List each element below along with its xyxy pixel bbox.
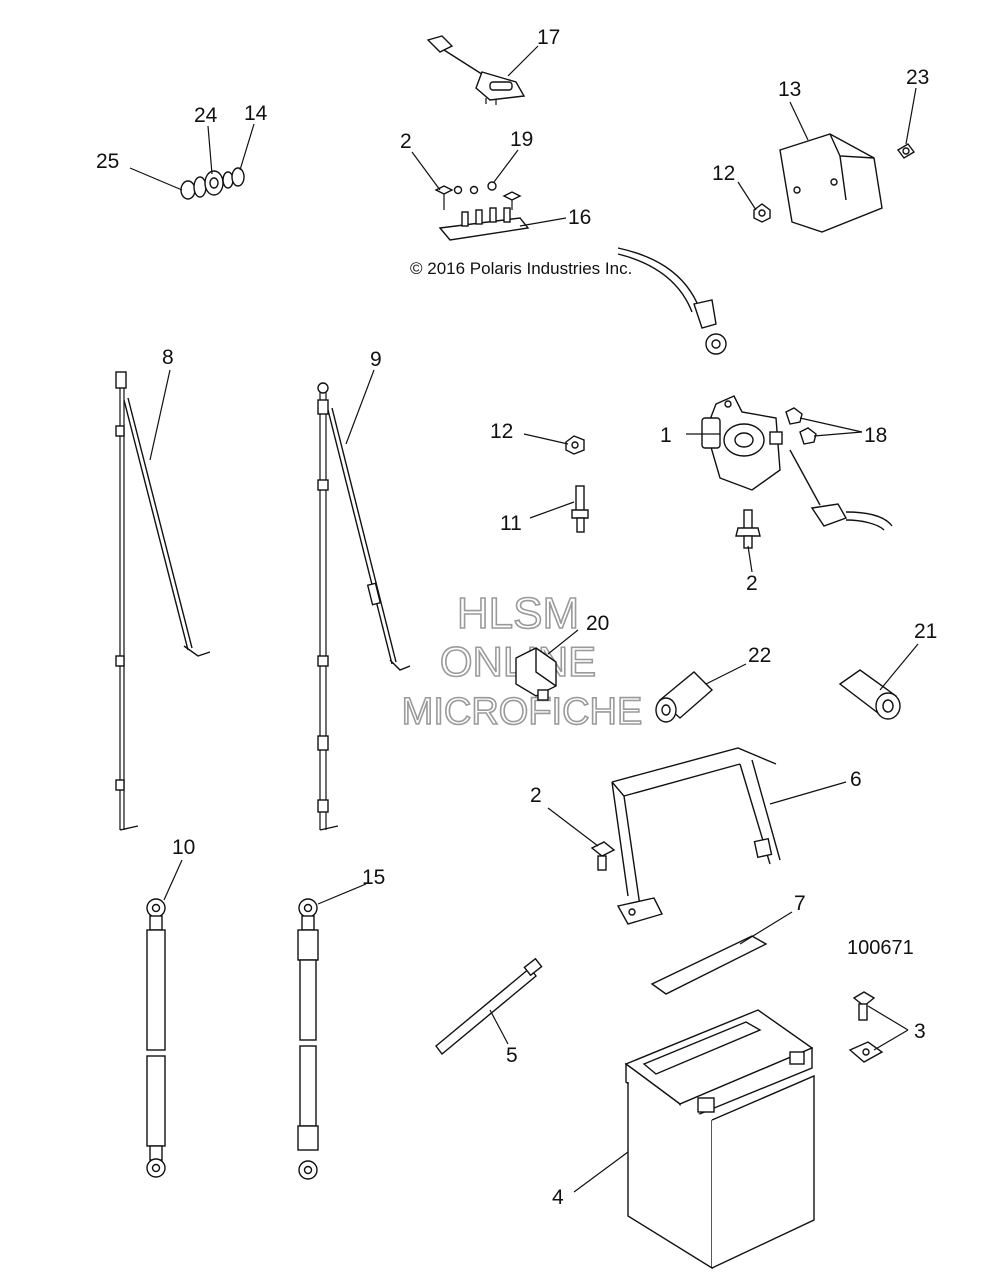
- callout-8: 8: [162, 346, 174, 369]
- part-23-screw: [896, 143, 916, 159]
- part-6-bracket: [611, 747, 781, 925]
- part-18-nuts: [785, 407, 817, 445]
- copyright-text: © 2016 Polaris Industries Inc.: [410, 259, 632, 278]
- part-11-stud: [571, 485, 589, 533]
- part-washer-stack: [180, 167, 245, 200]
- part-13-cover: [779, 133, 883, 233]
- part-9-harness: [317, 382, 411, 831]
- callout-15: 15: [362, 866, 385, 889]
- part-8-harness: [115, 371, 211, 831]
- part-21-boot: [838, 669, 901, 720]
- part-5-rod: [435, 957, 543, 1056]
- callout-17: 17: [537, 26, 560, 49]
- callout-12-top: 12: [712, 162, 735, 185]
- callout-24: 24: [194, 104, 218, 127]
- part-12-nut-top: [753, 203, 771, 223]
- callout-2-bracket: 2: [530, 784, 542, 807]
- part-2-bolt-bracket: [590, 841, 616, 871]
- leader-lines: [129, 45, 919, 1193]
- part-17-boot-cover: [426, 35, 526, 105]
- part-20-cap: [515, 647, 557, 701]
- part-15-cable: [297, 898, 319, 1180]
- watermark-line3: MICROFICHE: [402, 691, 643, 733]
- watermark: HLSM ONLINE MICROFICHE: [401, 588, 643, 734]
- callout-23: 23: [906, 66, 929, 89]
- part-3-bolt-nut: [848, 991, 884, 1063]
- callout-21: 21: [914, 620, 937, 643]
- part-main-cable: [617, 247, 727, 355]
- callout-2-mid: 2: [746, 572, 758, 595]
- callout-1: 1: [660, 424, 672, 447]
- callout-10: 10: [172, 836, 195, 859]
- part-12-nut-mid: [565, 435, 585, 455]
- callout-9: 9: [370, 348, 382, 371]
- callout-6: 6: [850, 768, 862, 791]
- callout-13: 13: [778, 78, 801, 101]
- callout-5: 5: [506, 1044, 518, 1067]
- callout-22: 22: [748, 644, 771, 667]
- part-10-cable: [146, 898, 166, 1178]
- part-4-battery: [624, 1009, 815, 1270]
- part-battery-cable-lug: [789, 449, 893, 531]
- callout-labels: 17 2 19 16 25 24 14 13 23 12 1 18 12 11 …: [96, 26, 937, 1209]
- callout-20: 20: [586, 612, 609, 635]
- watermark-line2: ONLINE: [440, 638, 596, 685]
- callout-2-top: 2: [400, 130, 412, 153]
- callout-16: 16: [568, 206, 591, 229]
- watermark-line1: HLSM: [457, 589, 579, 638]
- callout-14: 14: [244, 102, 268, 125]
- document-number: 100671: [847, 937, 914, 959]
- part-19-nuts: [434, 181, 522, 210]
- callout-25: 25: [96, 150, 119, 173]
- part-7-pad: [650, 935, 768, 995]
- callout-7: 7: [794, 892, 806, 915]
- part-2-bolt-mid: [735, 509, 761, 549]
- part-16-terminal-block: [438, 207, 530, 241]
- callout-18: 18: [864, 424, 887, 447]
- callout-12-mid: 12: [490, 420, 513, 443]
- part-1-solenoid: [701, 395, 783, 491]
- callout-19: 19: [510, 128, 533, 151]
- callout-11: 11: [500, 512, 522, 535]
- part-22-boot: [655, 671, 714, 723]
- callout-4: 4: [552, 1186, 564, 1209]
- callout-3: 3: [914, 1020, 926, 1043]
